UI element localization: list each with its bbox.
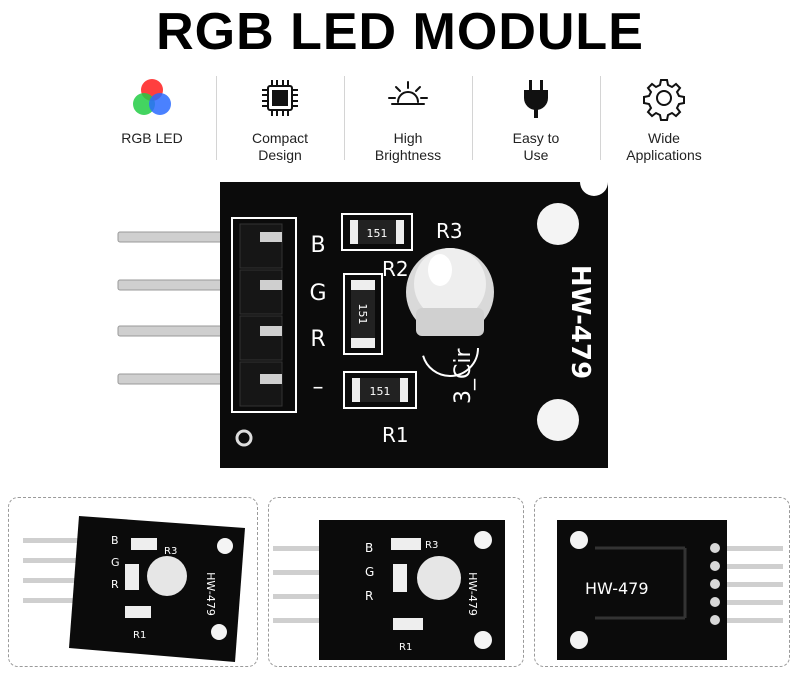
thumbnail-front-view[interactable]: B G R R3 R1 HW-479 bbox=[268, 497, 524, 667]
thumb2-pin-g: G bbox=[365, 565, 374, 579]
feature-label: High Brightness bbox=[374, 130, 442, 163]
board-model-label: HW-479 bbox=[565, 265, 595, 379]
thumb1-model: HW-479 bbox=[204, 572, 217, 616]
feature-high-brightness: High Brightness bbox=[344, 70, 472, 163]
main-board-image: B G R – 151 151 151 R3 R2 R1 3_Cir HW-47… bbox=[117, 182, 608, 468]
resistor-r3-code: 151 bbox=[367, 227, 388, 240]
pin-label-b: B bbox=[310, 233, 325, 258]
pin-label-gnd: – bbox=[313, 375, 324, 400]
thumb2-r3: R3 bbox=[425, 540, 438, 551]
feature-wide-applications: Wide Applications bbox=[600, 70, 728, 163]
thumbnail-angled-view[interactable]: B G R R3 R1 HW-479 bbox=[8, 497, 258, 667]
thumb1-pin-r: R bbox=[111, 578, 119, 591]
resistor-label-r2: R2 bbox=[382, 257, 409, 281]
resistor-r2-code: 151 bbox=[356, 304, 369, 325]
resistor-label-r3: R3 bbox=[436, 219, 463, 243]
thumb3-model: HW-479 bbox=[585, 579, 649, 598]
thumb1-r1: R1 bbox=[133, 630, 146, 641]
thumb2-model: HW-479 bbox=[466, 572, 479, 616]
thumbnail-back-view[interactable]: HW-479 bbox=[534, 497, 790, 667]
thumb1-r3: R3 bbox=[164, 546, 177, 557]
feature-label: Easy to Use bbox=[512, 130, 560, 163]
sun-icon bbox=[384, 74, 432, 122]
thumb1-pin-g: G bbox=[111, 556, 120, 569]
page-title: RGB LED MODULE bbox=[156, 3, 644, 61]
feature-label: Wide Applications bbox=[626, 130, 702, 163]
resistor-label-r1: R1 bbox=[382, 423, 409, 447]
pin-label-r: R bbox=[310, 327, 325, 352]
thumb2-pin-r: R bbox=[365, 589, 373, 603]
feature-label: RGB LED bbox=[121, 130, 183, 146]
thumb2-r1: R1 bbox=[399, 642, 412, 653]
rgb-led-icon bbox=[128, 74, 176, 122]
feature-row: RGB LED Compact Design High Brightness bbox=[88, 70, 728, 163]
feature-label: Compact Design bbox=[251, 130, 309, 163]
thumb2-pin-b: B bbox=[365, 541, 373, 555]
led-reference: 3_Cir bbox=[451, 348, 476, 404]
gear-icon bbox=[640, 74, 688, 122]
feature-easy-to-use: Easy to Use bbox=[472, 70, 600, 163]
chip-icon bbox=[256, 74, 304, 122]
feature-compact-design: Compact Design bbox=[216, 70, 344, 163]
pin-label-g: G bbox=[309, 281, 326, 306]
resistor-r1-code: 151 bbox=[370, 385, 391, 398]
feature-rgb-led: RGB LED bbox=[88, 70, 216, 162]
plug-icon bbox=[512, 74, 560, 122]
thumb1-pin-b: B bbox=[111, 534, 119, 547]
